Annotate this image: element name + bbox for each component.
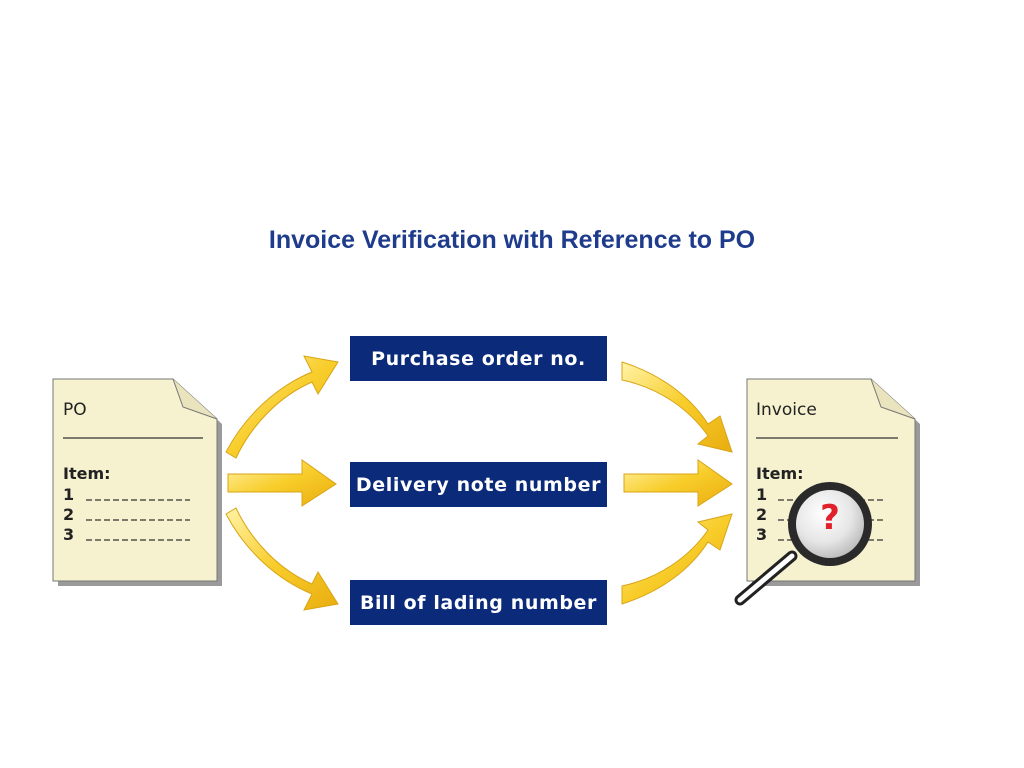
po-heading: PO [63, 400, 87, 420]
question-mark: ? [820, 498, 840, 538]
invoice-item-label: Item: [756, 464, 804, 483]
invoice-heading: Invoice [756, 400, 817, 420]
magnifier-icon [734, 482, 872, 606]
invoice-line-number: 2 [756, 505, 768, 524]
invoice-line-number: 1 [756, 485, 768, 504]
bill-of-lading-number-box: Bill of lading number [350, 580, 607, 625]
arrow-po-to-purchase-order [225, 355, 339, 459]
arrow-po-to-bill-of-lading [225, 507, 339, 611]
arrow-delivery-note-to-invoice [623, 459, 733, 507]
purchase-order-no-box: Purchase order no. [350, 336, 607, 381]
arrow-po-to-delivery-note [227, 459, 337, 507]
po-line-number: 2 [63, 505, 75, 524]
diagram-title: Invoice Verification with Reference to P… [268, 226, 756, 254]
po-line-number: 1 [63, 485, 75, 504]
arrow-purchase-order-to-invoice [621, 361, 733, 453]
delivery-note-number-box: Delivery note number [350, 462, 607, 507]
po-item-label: Item: [63, 464, 111, 483]
po-line-number: 3 [63, 525, 75, 544]
invoice-line-number: 3 [756, 525, 768, 544]
arrow-bill-of-lading-to-invoice [621, 513, 733, 605]
po-document [52, 378, 222, 586]
